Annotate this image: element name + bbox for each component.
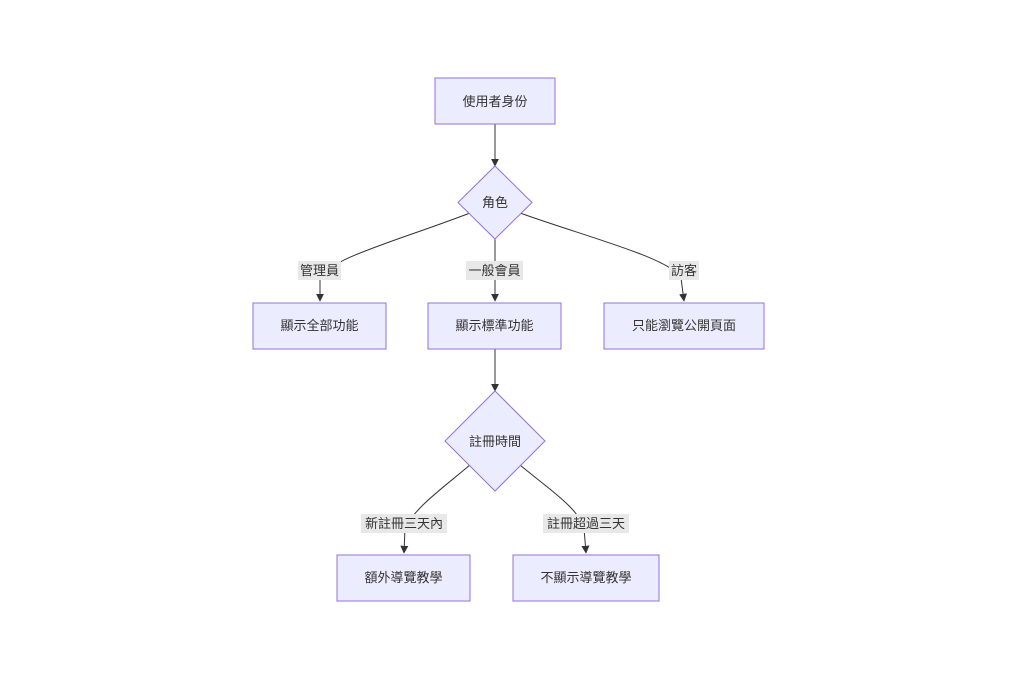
edge-role-admin bbox=[316, 212, 471, 302]
edge-label-admin-text: 管理員 bbox=[300, 264, 339, 279]
node-role-decision: 角色 bbox=[457, 165, 533, 240]
edge-label-new-registration: 新註冊三天內 bbox=[361, 514, 447, 533]
node-show-all-features-label: 顯示全部功能 bbox=[280, 318, 358, 334]
node-registration-time-decision: 註冊時間 bbox=[444, 390, 546, 492]
node-role-decision-label: 角色 bbox=[482, 195, 508, 211]
edge-label-visitor-text: 訪客 bbox=[671, 263, 697, 279]
nodes: 使用者身份 角色 顯示全部功能 顯示標準功能 只能瀏覽公開頁面 註冊時間 額外導… bbox=[252, 77, 765, 602]
edge-regtime-new bbox=[400, 464, 471, 554]
node-extra-tour-label: 額外導覽教學 bbox=[364, 570, 442, 586]
edge-label-visitor: 訪客 bbox=[669, 261, 699, 280]
node-show-standard-features-label: 顯示標準功能 bbox=[455, 318, 533, 334]
edge-label-over-three-days: 註冊超過三天 bbox=[543, 514, 629, 533]
edge-label-member-text: 一般會員 bbox=[468, 263, 520, 279]
node-user-identity-label: 使用者身份 bbox=[462, 94, 527, 110]
node-extra-tour: 額外導覽教學 bbox=[336, 554, 471, 602]
node-browse-public-pages-label: 只能瀏覽公開頁面 bbox=[632, 319, 736, 334]
edge-label-over-three-days-text: 註冊超過三天 bbox=[547, 517, 625, 532]
node-browse-public-pages: 只能瀏覽公開頁面 bbox=[603, 302, 765, 350]
node-no-tour: 不顯示導覽教學 bbox=[512, 554, 660, 602]
node-user-identity: 使用者身份 bbox=[434, 77, 556, 125]
edge-regtime-old bbox=[519, 464, 590, 554]
edge-label-new-registration-text: 新註冊三天內 bbox=[365, 516, 443, 532]
edge-label-admin: 管理員 bbox=[298, 261, 341, 280]
node-show-standard-features: 顯示標準功能 bbox=[427, 302, 562, 350]
node-show-all-features: 顯示全部功能 bbox=[252, 302, 387, 350]
node-registration-time-decision-label: 註冊時間 bbox=[469, 435, 521, 450]
edge-label-member: 一般會員 bbox=[466, 261, 523, 280]
edge-role-visitor bbox=[519, 212, 688, 302]
edge-labels: 管理員 一般會員 訪客 新註冊三天內 註冊超過三天 bbox=[298, 261, 699, 533]
node-no-tour-label: 不顯示導覽教學 bbox=[540, 570, 631, 586]
